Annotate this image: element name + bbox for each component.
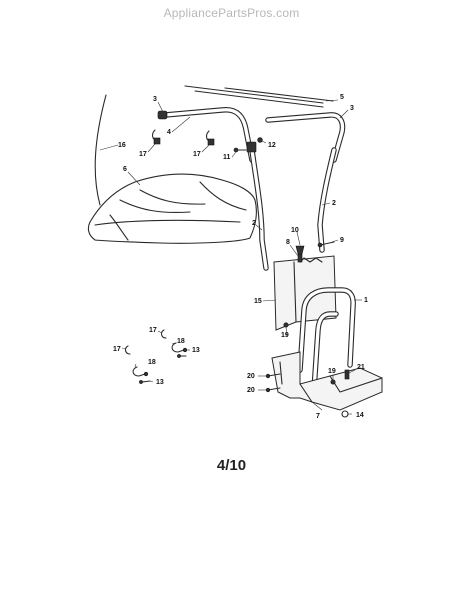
part-12-nut [257,137,263,143]
callout-13-upper: 13 [192,347,200,354]
part-8-bolt [297,253,303,263]
part-18-clamp-lower [132,366,149,377]
callout-13-lower: 13 [156,379,164,386]
part-20-bolt-lower [265,387,281,393]
callout-2-left: 2 [252,220,256,227]
part-14-washer [341,410,349,418]
callout-8: 8 [286,239,290,246]
part-3-left-end-cap [157,110,168,120]
callout-7: 7 [316,413,320,420]
callout-17-clip-upper: 17 [149,327,157,334]
part-2-right-lower-tube [317,147,337,253]
callout-3-left: 3 [153,96,157,103]
callout-19-upper: 19 [281,332,289,339]
callout-9: 9 [340,237,344,244]
callout-16: 16 [118,142,126,149]
part-6-grass-bag [87,173,257,244]
part-10-knob [295,245,305,255]
part-17-hook-right [206,130,215,146]
part-5-rods [184,85,334,108]
callout-14: 14 [356,412,364,419]
part-2-left-lower-tube [246,141,269,271]
part-13-screw-lower [139,380,151,384]
part-13-screw-upper [177,354,187,358]
callout-leaders [99,99,362,415]
part-9-bolt [317,241,335,248]
callout-17-clip-lower: 17 [113,346,121,353]
part-17-clip-lower [125,345,131,355]
callout-20-upper: 20 [247,373,255,380]
callout-12: 12 [268,142,276,149]
part-3-right-upper-tube [265,112,346,163]
part-1-u-bracket [297,287,356,393]
part-17-clip-upper [161,329,167,339]
callout-18-upper: 18 [177,338,185,345]
callout-labels: 3 4 5 3 16 17 17 11 12 6 2 2 10 8 9 15 1… [113,94,368,420]
part-19-nut-upper [283,322,289,328]
callout-6: 6 [123,166,127,173]
part-21-bolt [344,369,350,380]
part-15-mounting-plate [273,255,337,331]
callout-11: 11 [223,154,231,161]
page-number: 4/10 [216,457,247,474]
part-16-rod [94,94,107,206]
callout-5: 5 [340,94,344,101]
watermark: AppliancePartsPros.com [163,6,300,20]
callout-4: 4 [167,129,171,136]
part-20-bolt-upper [265,373,281,379]
callout-10: 10 [291,227,299,234]
callout-19-lower: 19 [328,368,336,375]
part-11-bolt [233,147,247,153]
callout-18-lower: 18 [148,359,156,366]
callout-2-right: 2 [332,200,336,207]
callout-1: 1 [364,297,368,304]
callout-17-hook-right: 17 [193,151,201,158]
part-19-nut-lower [330,379,336,385]
callout-21: 21 [357,364,365,371]
callout-17-hook-left: 17 [139,151,147,158]
callout-15: 15 [254,298,262,305]
part-17-hook-left [152,129,161,145]
callout-3-right: 3 [350,105,354,112]
part-4-left-upper-tube [162,107,255,163]
callout-20-lower: 20 [247,387,255,394]
part-7-base-plate [271,351,383,411]
